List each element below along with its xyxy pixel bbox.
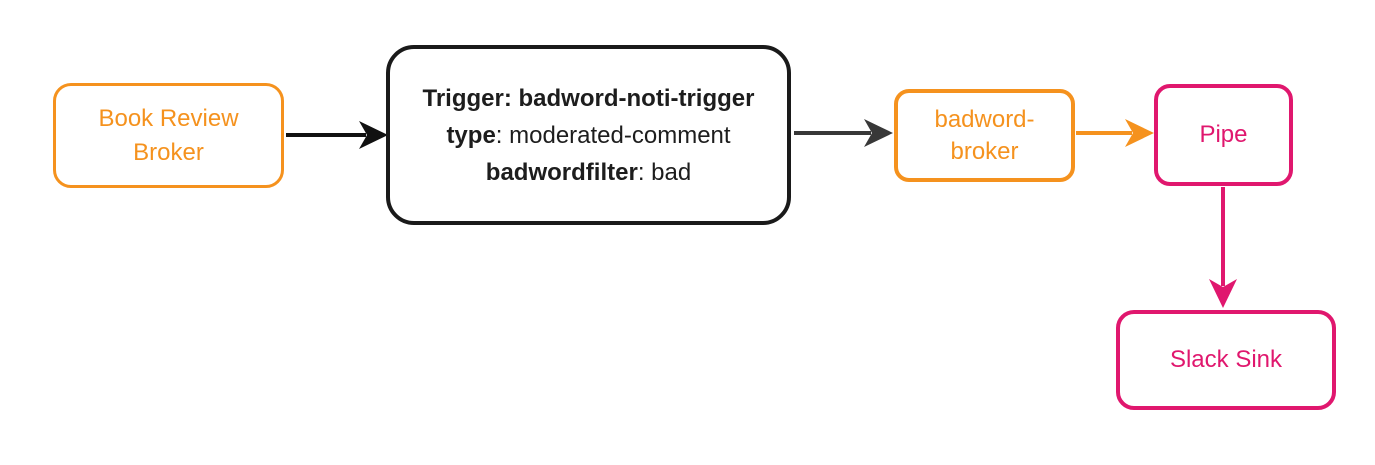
node-label-line: badword- [934, 105, 1035, 133]
arrowhead-right-icon [864, 119, 893, 147]
node-label-line: broker [950, 137, 1019, 165]
trigger-type-key: type [446, 121, 496, 149]
edge-broker-to-trigger [286, 121, 388, 149]
node-pipe: Pipe [1154, 84, 1293, 186]
node-badword-broker: badword- broker [894, 89, 1075, 182]
node-trigger: Trigger: badword-noti-trigger type: mode… [386, 45, 791, 225]
node-label: Pipe [1199, 121, 1248, 148]
trigger-line-type: type: moderated-comment [446, 117, 730, 154]
trigger-line-filter: badwordfilter: bad [486, 154, 691, 191]
trigger-name-text: Trigger: badword-noti-trigger [422, 84, 755, 112]
node-label: Slack Sink [1169, 346, 1283, 373]
node-label-line: Book Review [98, 104, 239, 132]
trigger-filter-value: : bad [637, 158, 692, 186]
trigger-line-name: Trigger: badword-noti-trigger [423, 80, 755, 117]
edge-trigger-to-badword-broker [794, 119, 893, 147]
arrowhead-right-icon [359, 121, 388, 149]
edge-pipe-to-slack-sink [1209, 187, 1237, 308]
node-book-review-broker: Book Review Broker [53, 83, 284, 188]
node-slack-sink: Slack Sink [1116, 310, 1336, 410]
edge-badword-broker-to-pipe [1076, 119, 1154, 147]
trigger-type-value: : moderated-comment [495, 121, 731, 149]
arrowhead-right-icon [1125, 119, 1154, 147]
trigger-filter-key: badwordfilter [485, 158, 638, 186]
arrowhead-down-icon [1209, 279, 1237, 308]
node-label-line: Broker [133, 138, 204, 166]
